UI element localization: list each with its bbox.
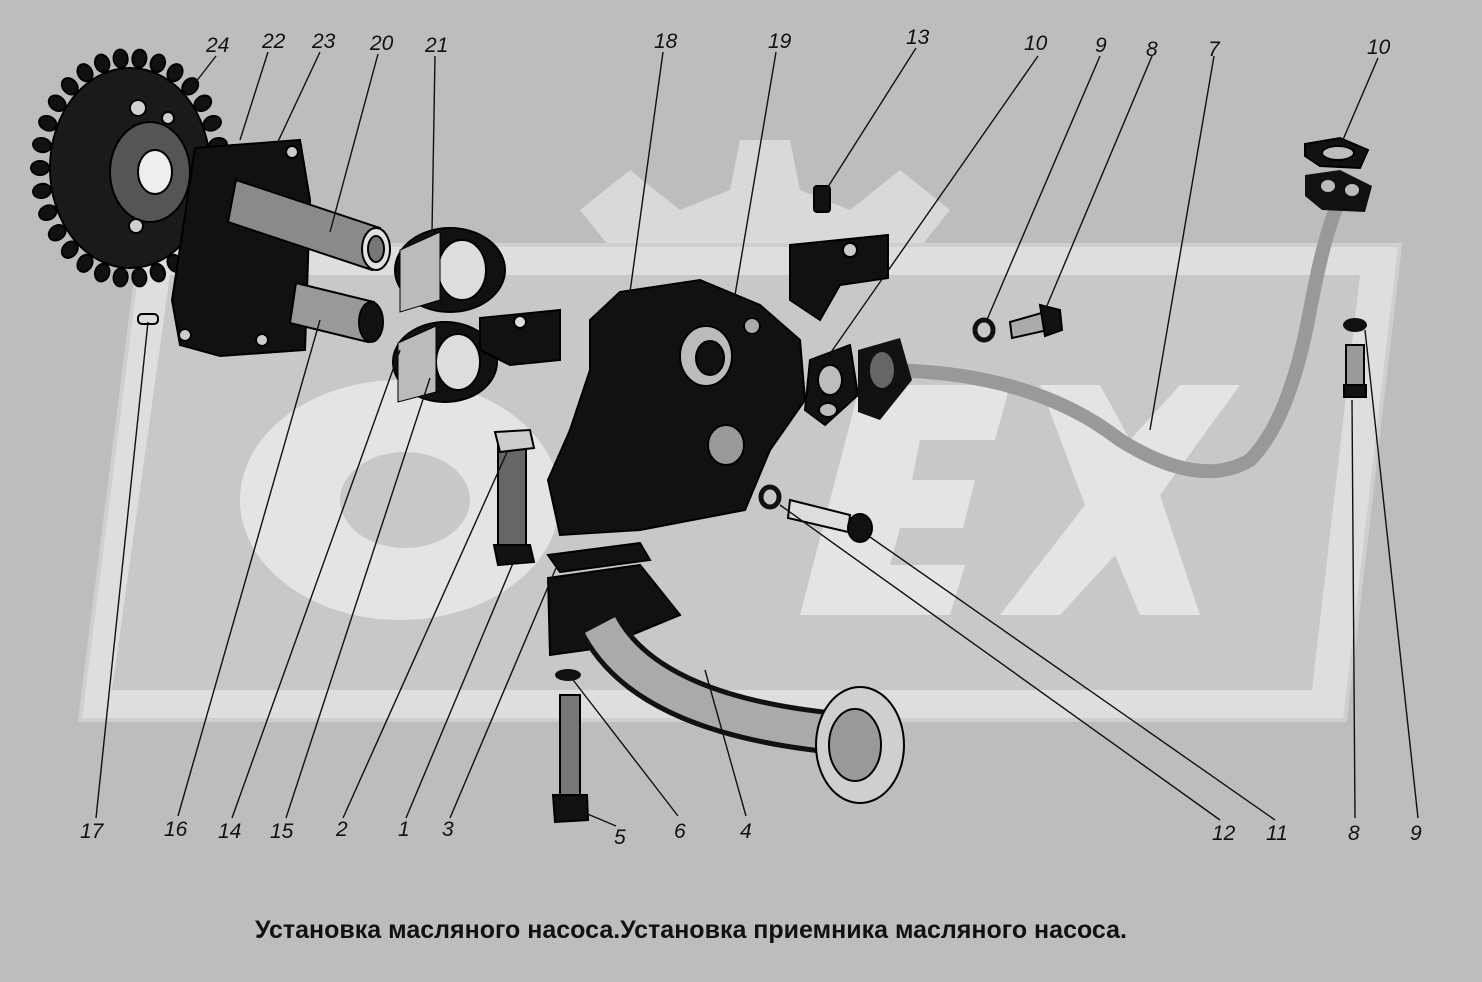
callout-17: 17 [80, 820, 105, 843]
callout-9: 9 [1095, 34, 1107, 57]
oil-intake-4 [546, 563, 905, 804]
callout-3: 3 [442, 818, 454, 841]
pump-housing-18 [479, 233, 889, 537]
bolt-8-right [1343, 344, 1367, 398]
washer-6 [555, 669, 581, 681]
callout-5: 5 [614, 826, 626, 849]
lock-plate-2 [493, 428, 536, 454]
oil-pipe-7 [858, 170, 1372, 479]
dowel-pin-13 [813, 185, 831, 213]
pump-gear-21 [394, 227, 506, 313]
leader-lines [95, 47, 1419, 827]
gear-tooth [32, 182, 52, 199]
callout-2: 2 [335, 818, 348, 841]
callout-14: 14 [218, 820, 241, 843]
callout-11: 11 [1266, 822, 1288, 845]
callout-1: 1 [398, 818, 410, 841]
watermark-letter-x [1000, 385, 1240, 615]
gear-tooth [32, 137, 52, 154]
callout-labels: 24 22 23 20 21 18 19 13 10 9 8 7 10 17 1… [80, 26, 1422, 849]
callout-7: 7 [1208, 38, 1221, 61]
callout-9-right: 9 [1410, 822, 1422, 845]
bolt-8 [1008, 303, 1064, 340]
gear-24-hub [137, 149, 173, 195]
callout-8-right: 8 [1348, 822, 1360, 845]
callout-21: 21 [424, 34, 448, 57]
gasket-10 [803, 343, 860, 427]
callout-22: 22 [261, 30, 286, 53]
callout-15: 15 [270, 820, 294, 843]
gear-tooth [76, 253, 94, 273]
gasket-10-upper [1304, 136, 1370, 170]
callout-10-right: 10 [1367, 36, 1391, 59]
gear-tooth [30, 160, 50, 176]
callout-13: 13 [906, 26, 930, 49]
callout-12: 12 [1212, 822, 1236, 845]
washer-9-right [1343, 318, 1367, 332]
callout-8: 8 [1146, 38, 1158, 61]
pump-gear-15 [392, 321, 498, 403]
callout-10: 10 [1024, 32, 1048, 55]
washer-11 [758, 484, 782, 510]
bolt-5 [551, 694, 590, 824]
washer-9 [972, 317, 996, 343]
gasket-3 [546, 541, 652, 574]
gear-tooth [112, 48, 129, 69]
callout-23: 23 [311, 30, 336, 53]
callout-20: 20 [369, 32, 394, 55]
callout-19: 19 [768, 30, 792, 53]
gear-tooth [76, 63, 94, 83]
driven-shaft-16 [288, 281, 384, 344]
watermark-letter-o-hole [340, 452, 470, 548]
callout-4: 4 [740, 820, 752, 843]
drive-shaft-20 [226, 178, 391, 272]
callout-6: 6 [674, 820, 686, 843]
figure-caption: Установка масляного насоса.Установка при… [255, 916, 1127, 944]
callout-24: 24 [205, 34, 229, 57]
gear-tooth [131, 48, 148, 69]
gear-tooth [112, 267, 129, 288]
gear-tooth [166, 63, 184, 83]
callout-16: 16 [164, 818, 188, 841]
callout-18: 18 [654, 30, 678, 53]
gear-tooth [131, 267, 148, 288]
